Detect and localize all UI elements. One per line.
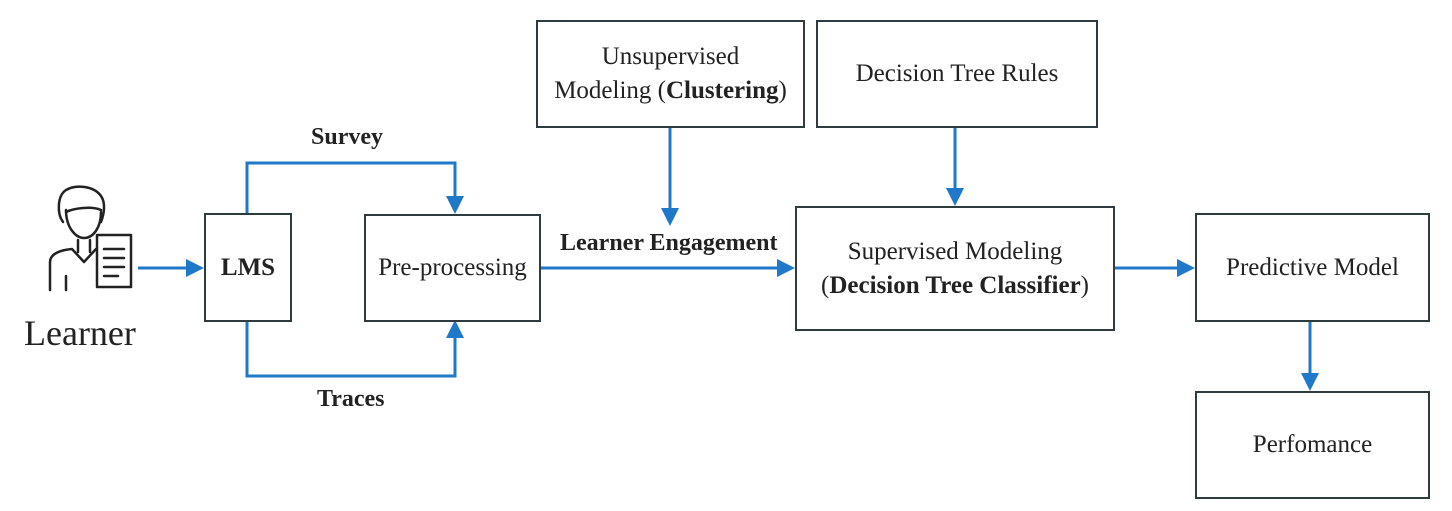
engagement-label: Learner Engagement (560, 230, 778, 256)
arrow-survey (245, 161, 457, 213)
learner-label: Learner (24, 313, 136, 353)
arrowhead-survey (446, 196, 464, 214)
preprocessing-label: Pre-processing (378, 254, 527, 281)
performance-label: Perfomance (1252, 431, 1373, 458)
arrowhead-clustering (661, 208, 679, 226)
rules-label: Decision Tree Rules (855, 60, 1059, 87)
supervised-box: Supervised Modeling (Decision Tree Class… (795, 206, 1115, 331)
learner-icon (48, 185, 133, 292)
survey-label: Survey (311, 124, 383, 150)
arrowhead-engagement (777, 259, 795, 277)
supervised-line1: Supervised Modeling (847, 237, 1063, 265)
supervised-line2: (Decision Tree Classifier) (821, 271, 1089, 299)
unsupervised-line1: Unsupervised (601, 43, 740, 70)
arrowhead-lms (186, 259, 204, 277)
arrowhead-predictive (1177, 259, 1195, 277)
performance-box: Perfomance (1195, 391, 1430, 499)
predictive-box: Predictive Model (1195, 213, 1430, 322)
unsupervised-line2: Modeling (Clustering) (554, 77, 787, 104)
lms-label: LMS (220, 253, 276, 281)
preprocessing-box: Pre-processing (364, 214, 541, 322)
arrowhead-traces (446, 320, 464, 338)
traces-label: Traces (317, 386, 385, 412)
predictive-label: Predictive Model (1226, 253, 1399, 281)
rules-box: Decision Tree Rules (816, 20, 1098, 128)
lms-box: LMS (204, 213, 292, 322)
arrow-traces (245, 322, 457, 378)
arrowhead-rules (946, 188, 964, 206)
unsupervised-box: Unsupervised Modeling (Clustering) (536, 20, 805, 128)
arrowhead-performance (1301, 373, 1319, 391)
